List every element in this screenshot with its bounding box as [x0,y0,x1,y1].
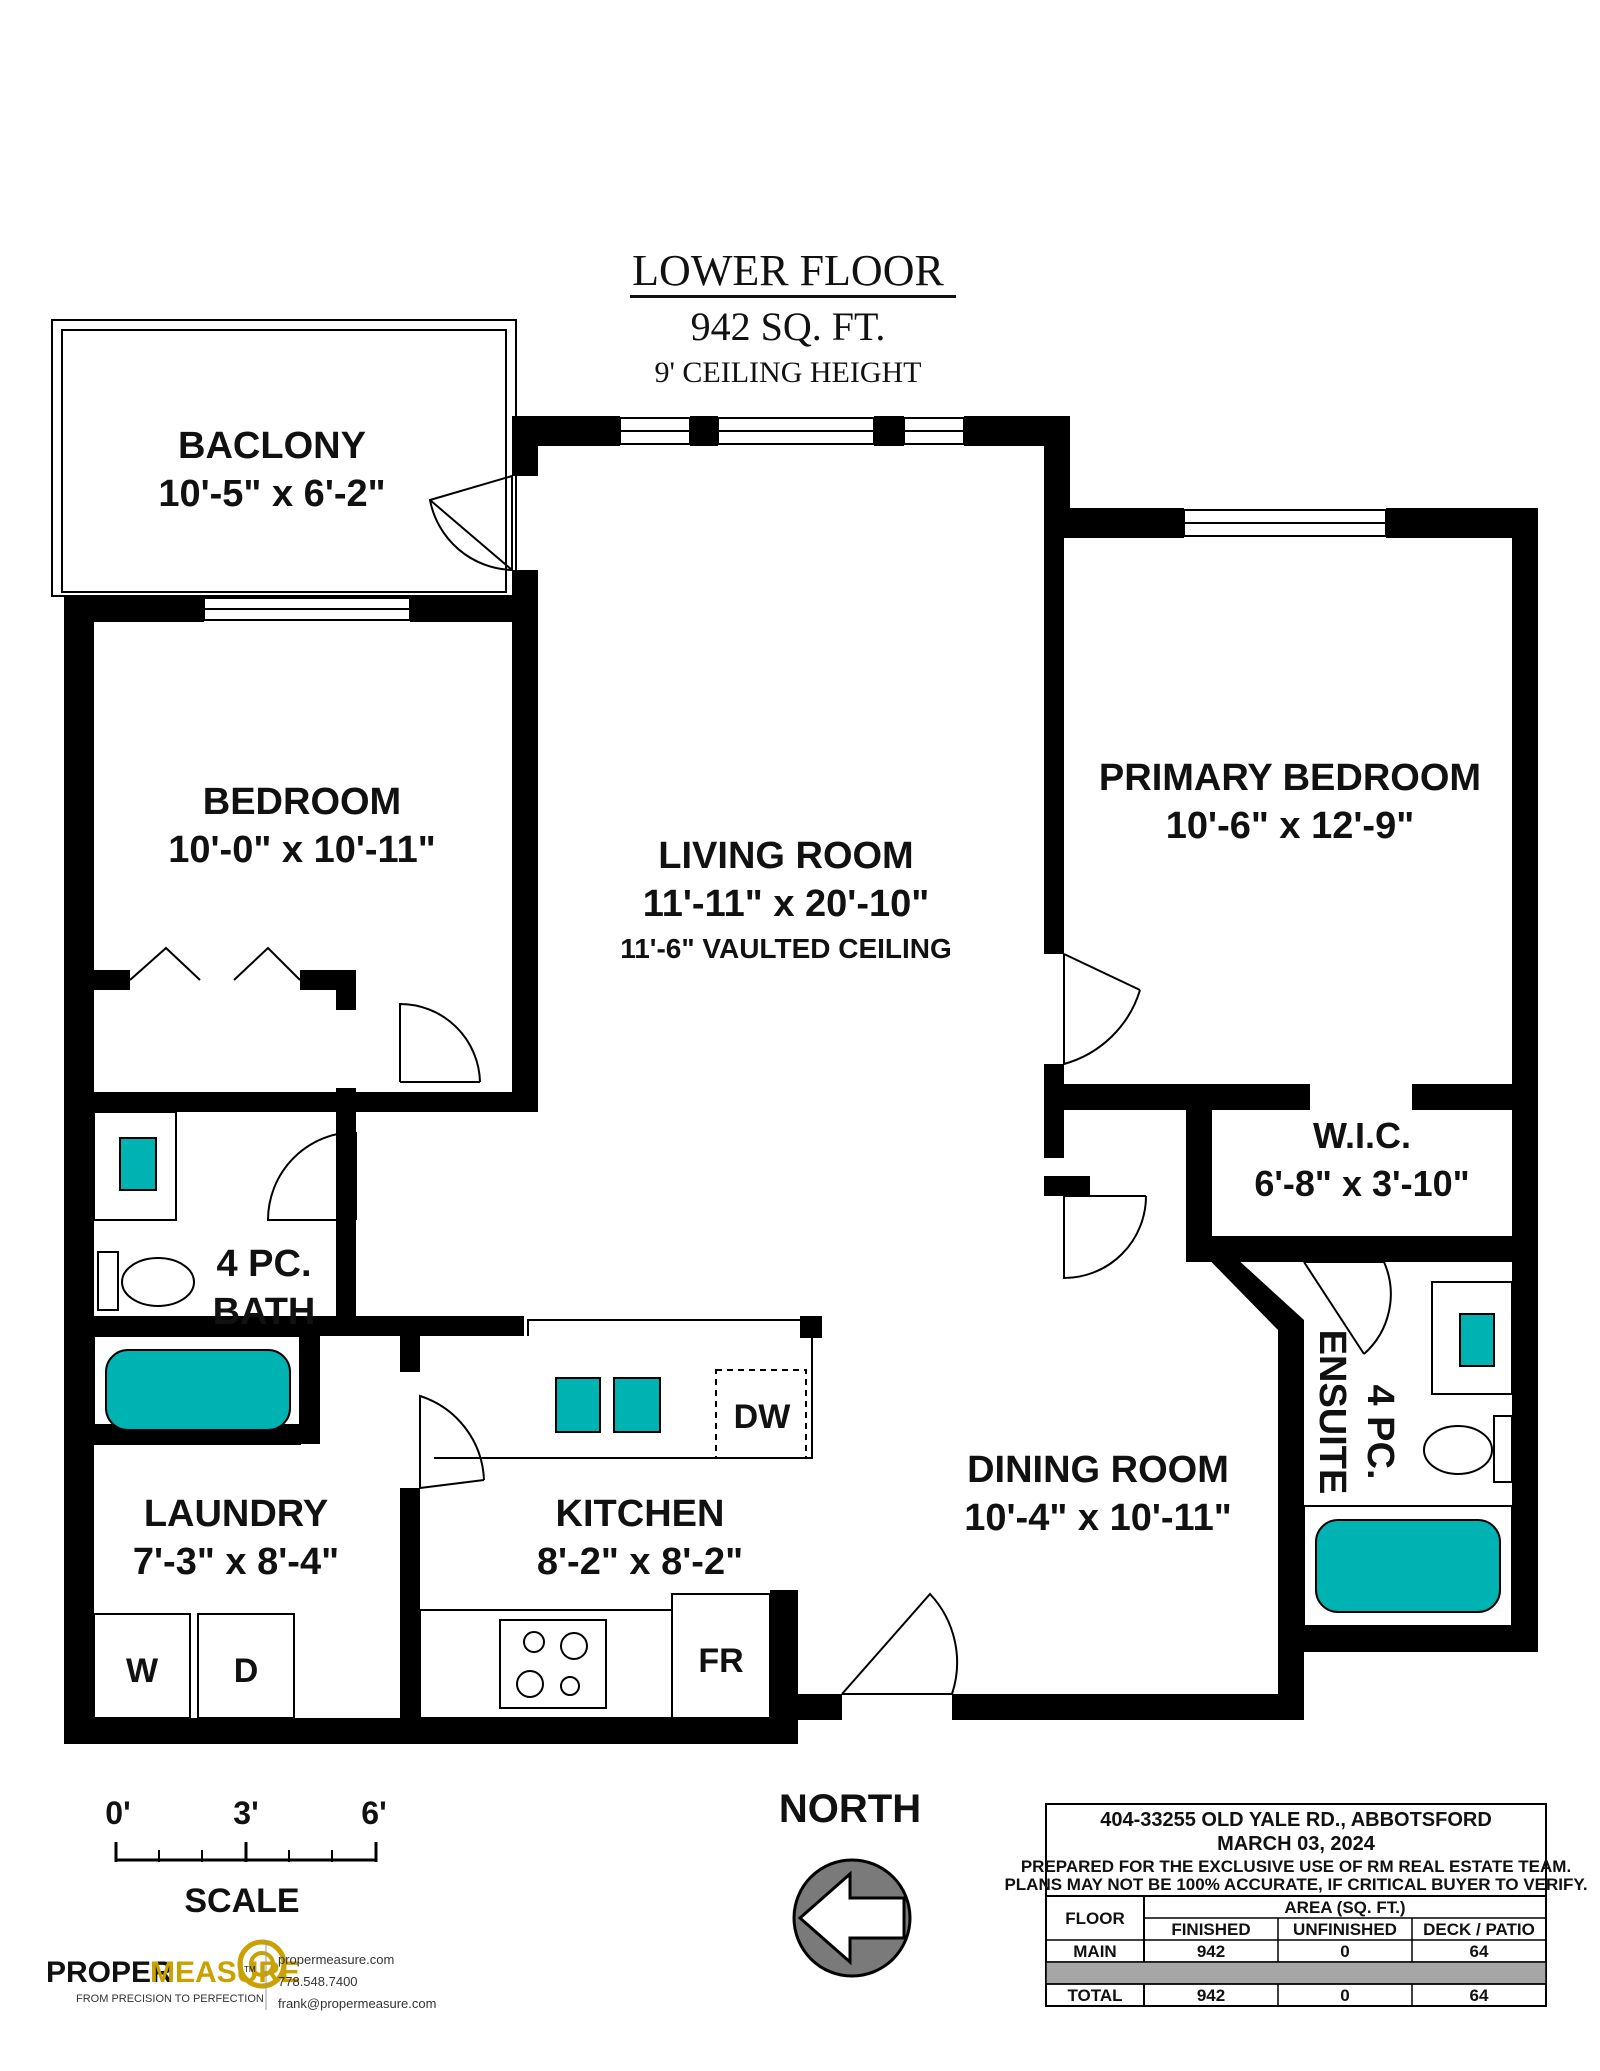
dryer [197,1613,295,1719]
primary-dims: 10'-6" x 12'-9" [1166,805,1414,847]
logo-target-icon [237,1939,287,1989]
scale-bar: 0' 3' 6' SCALE [105,1795,386,1920]
bath-fixtures [93,1111,301,1445]
date-text: MARCH 03, 2024 [1217,1833,1376,1855]
bath-tub [105,1349,291,1431]
logo-word-proper: PROPER [46,1956,173,1989]
laundry-dims: 7'-3" x 8'-4" [133,1541,339,1583]
row-main-floor: MAIN [1073,1942,1116,1961]
ensuite-toilet [1423,1425,1493,1475]
fridge [671,1593,771,1719]
north-arrow-icon [797,1870,906,1966]
washer-label: W [126,1652,159,1690]
living-note: 11'-6" VAULTED CEILING [620,933,952,964]
disclaimer-2: PLANS MAY NOT BE 100% ACCURATE, IF CRITI… [1004,1875,1587,1894]
balcony-name: BACLONY [178,425,366,467]
living-name: LIVING ROOM [658,835,913,877]
brand-email: frank@propermeasure.com [278,1996,436,2011]
ensuite-line2: ENSUITE [1311,1330,1353,1495]
ensuite-sink [1459,1313,1495,1367]
north-compass: NORTH [779,1787,921,1978]
bedroom-name: BEDROOM [203,781,401,823]
ceiling-height: 9' CEILING HEIGHT [654,356,921,389]
row-main-finished: 942 [1197,1942,1225,1961]
doors [129,474,1392,1695]
dryer-label: D [234,1652,259,1690]
row-main-unfinished: 0 [1340,1942,1349,1961]
plan-header: LOWER FLOOR 942 SQ. FT. 9' CEILING HEIGH… [630,246,956,389]
stove [499,1619,607,1709]
scale-tick-6: 6' [361,1795,386,1831]
laundry-fixtures: W D [93,1613,295,1719]
logo-tagline: FROM PRECISION TO PERFECTION [76,1993,264,2005]
col-floor: FLOOR [1065,1909,1125,1928]
bath-sink [119,1137,157,1191]
kitchen-sink-left [555,1377,601,1433]
dishwasher-label: DW [734,1398,792,1436]
wic-dims: 6'-8" x 3'-10" [1254,1163,1469,1204]
scale-label: SCALE [184,1882,299,1920]
dining-dims: 10'-4" x 10'-11" [964,1497,1232,1539]
logo-word-measure: MEASURE [150,1956,300,1989]
scale-tick-0: 0' [105,1795,130,1831]
brand-logo: PROPER MEASURE TM FROM PRECISION TO PERF… [46,1939,436,2011]
dining-name: DINING ROOM [967,1449,1229,1491]
wic-name: W.I.C. [1313,1115,1411,1156]
kitchen-fixtures: DW FR [419,1319,813,1719]
col-finished: FINISHED [1171,1920,1250,1939]
address-text: 404-33255 OLD YALE RD., ABBOTSFORD [1100,1809,1492,1831]
balcony-dims: 10'-5" x 6'-2" [158,473,385,515]
bath-line2: BATH [213,1291,316,1333]
row-total-deck: 64 [1470,1986,1489,2005]
walls [64,416,1538,1744]
ensuite-fixtures [1303,1281,1513,1627]
laundry-name: LAUNDRY [144,1493,328,1535]
floor-title: LOWER FLOOR [632,246,944,295]
row-main-deck: 64 [1470,1942,1489,1961]
disclaimer-1: PREPARED FOR THE EXCLUSIVE USE OF RM REA… [1021,1857,1571,1876]
scale-tick-3: 3' [233,1795,258,1831]
north-label: NORTH [779,1787,921,1831]
primary-name: PRIMARY BEDROOM [1099,757,1481,799]
washer [93,1613,191,1719]
fridge-label: FR [698,1642,743,1680]
brand-phone: 778.548.7400 [278,1974,358,1989]
kitchen-name: KITCHEN [556,1493,725,1535]
brand-web: propermeasure.com [278,1952,394,1967]
floor-area: 942 SQ. FT. [691,304,886,349]
info-table: 404-33255 OLD YALE RD., ABBOTSFORD MARCH… [1004,1803,1588,2007]
row-total-floor: TOTAL [1067,1986,1122,2005]
row-total-finished: 942 [1197,1986,1225,2005]
bath-line1: 4 PC. [216,1243,311,1285]
bath-toilet [121,1257,195,1307]
living-dims: 11'-11" x 20'-10" [643,883,930,925]
kitchen-dims: 8'-2" x 8'-2" [537,1541,743,1583]
col-deck: DECK / PATIO [1423,1920,1535,1939]
kitchen-sink-right [613,1377,661,1433]
col-area: AREA (SQ. FT.) [1284,1898,1405,1917]
ensuite-line1: 4 PC. [1359,1384,1401,1479]
room-labels: BACLONY 10'-5" x 6'-2" BEDROOM 10'-0" x … [133,425,1481,1583]
col-unfinished: UNFINISHED [1293,1920,1397,1939]
bedroom-dims: 10'-0" x 10'-11" [168,829,436,871]
logo-tm: TM [244,1965,256,1974]
ensuite-tub [1315,1519,1501,1613]
row-total-unfinished: 0 [1340,1986,1349,2005]
